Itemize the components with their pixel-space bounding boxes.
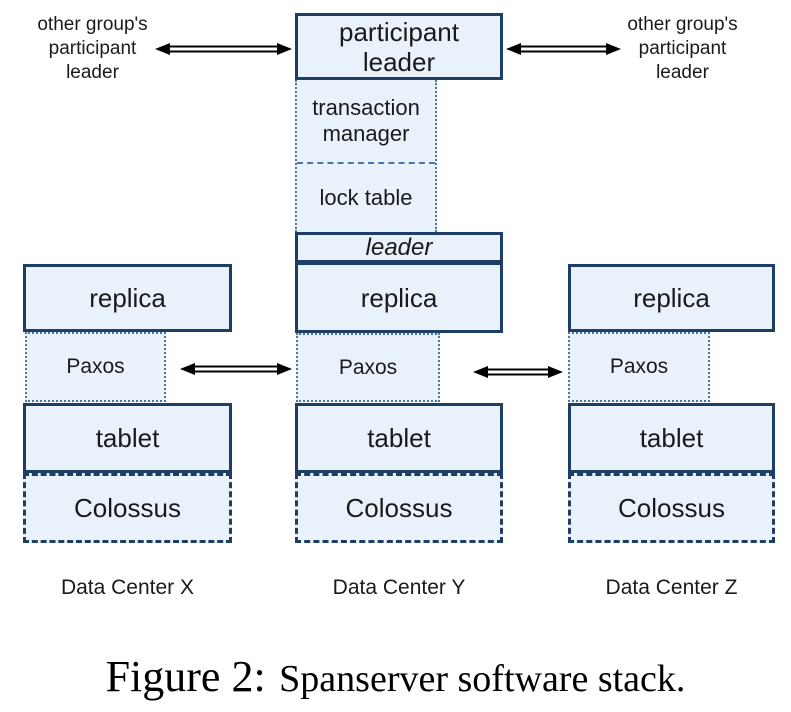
tablet-label-x: tablet xyxy=(95,423,160,453)
paxos-label-y: Paxos xyxy=(338,355,398,379)
colossus-box-x: Colossus xyxy=(23,473,232,543)
figure-caption: Figure 2: Spanserver software stack. xyxy=(0,651,791,702)
colossus-label-y: Colossus xyxy=(345,493,453,523)
double-arrow-paxos-left xyxy=(180,363,292,375)
external-label-left: other group's participant leader xyxy=(20,13,165,85)
colossus-label-z: Colossus xyxy=(618,493,725,523)
leader-box: leader xyxy=(295,232,503,263)
datacenter-label-y: Data Center Y xyxy=(332,576,466,599)
transaction-manager-region: transaction manager xyxy=(297,80,435,164)
external-label-right-line2: participant xyxy=(638,38,727,59)
replica-label-y: replica xyxy=(360,282,438,313)
participant-leader-box: participant leader xyxy=(295,13,503,80)
external-label-right: other group's participant leader xyxy=(610,13,755,85)
paxos-label-z: Paxos xyxy=(609,355,669,378)
transaction-manager-lock-table-region: transaction manager lock table xyxy=(295,80,437,232)
paxos-region-y: Paxos xyxy=(296,333,440,402)
datacenter-label-z: Data Center Z xyxy=(605,576,738,599)
figure-caption-text: Spanserver software stack. xyxy=(279,658,686,700)
colossus-label-x: Colossus xyxy=(74,493,181,523)
datacenter-label-x: Data Center X xyxy=(60,576,195,599)
double-arrow-top-left xyxy=(155,43,292,55)
external-label-left-line1: other group's xyxy=(37,14,148,35)
external-label-left-line3: leader xyxy=(66,62,119,83)
replica-box-x: replica xyxy=(23,264,232,332)
external-label-right-line1: other group's xyxy=(627,14,738,35)
paxos-label-x: Paxos xyxy=(66,355,125,378)
external-label-left-line2: participant xyxy=(48,38,137,59)
lock-table-region: lock table xyxy=(297,164,435,232)
paxos-region-z: Paxos xyxy=(568,332,710,402)
replica-label-x: replica xyxy=(89,283,166,313)
replica-label-z: replica xyxy=(633,283,710,313)
tablet-box-y: tablet xyxy=(295,403,503,473)
tablet-label-z: tablet xyxy=(639,423,704,453)
lock-table-label: lock table xyxy=(319,185,413,210)
participant-leader-label: participant leader xyxy=(339,16,459,77)
tablet-box-x: tablet xyxy=(23,403,232,473)
external-label-right-line3: leader xyxy=(656,62,709,83)
transaction-manager-label-line2: manager xyxy=(322,121,410,146)
figure-caption-label: Figure 2: xyxy=(105,652,266,701)
double-arrow-paxos-right xyxy=(473,366,563,378)
tablet-box-z: tablet xyxy=(568,403,775,473)
double-arrow-top-right xyxy=(506,43,621,55)
replica-box-y: replica xyxy=(295,262,503,333)
leader-label: leader xyxy=(365,233,433,261)
transaction-manager-label-line1: transaction xyxy=(312,95,420,120)
tablet-label-y: tablet xyxy=(367,423,431,453)
colossus-box-z: Colossus xyxy=(568,473,775,543)
colossus-box-y: Colossus xyxy=(295,473,503,543)
replica-box-z: replica xyxy=(568,264,775,332)
paxos-region-x: Paxos xyxy=(25,332,166,402)
